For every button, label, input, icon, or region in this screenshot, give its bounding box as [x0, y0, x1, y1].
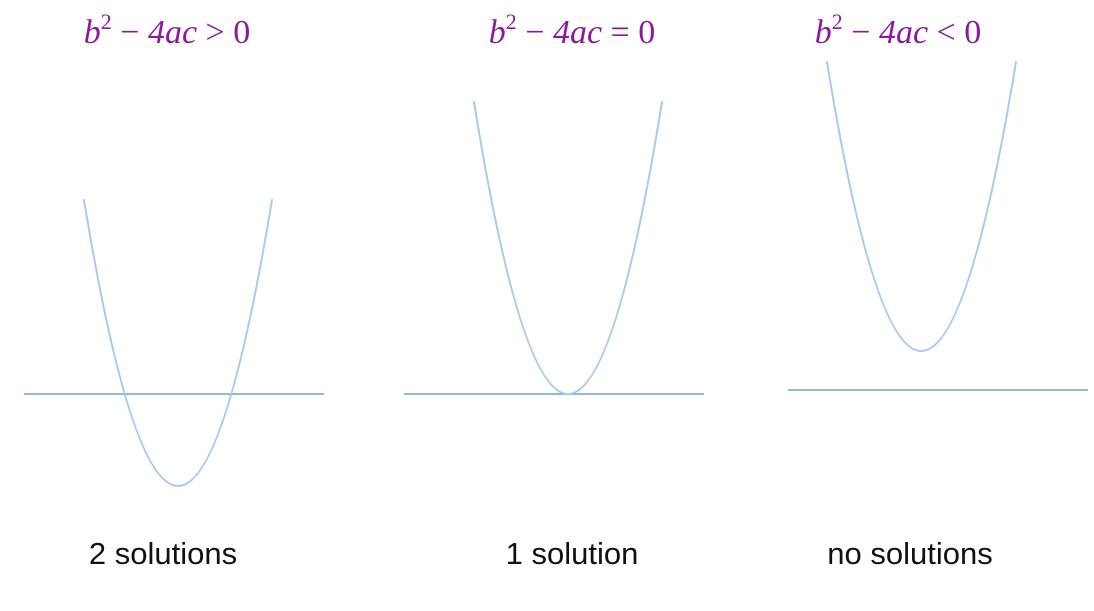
parabola-graph — [788, 61, 1088, 391]
solution-count-caption: 1 solution — [505, 536, 639, 571]
formula-rhs: 0 — [964, 14, 982, 51]
parabola-curve — [83, 199, 273, 487]
parabola-curve — [826, 61, 1017, 352]
formula-term: 4ac — [147, 14, 198, 51]
discriminant-formula: b2 − 4ac > 0 — [0, 11, 342, 52]
discriminant-formula: b2 − 4ac = 0 — [382, 11, 762, 52]
formula-minus: − — [120, 14, 140, 51]
formula-exponent: 2 — [831, 9, 843, 34]
formula-minus: − — [525, 14, 545, 51]
formula-minus: − — [851, 14, 871, 51]
formula-base: b — [488, 14, 506, 51]
panel-two-solutions: b2 − 4ac > 0 2 solutions — [0, 0, 350, 611]
formula-relation: < — [936, 14, 956, 51]
formula-relation: = — [610, 14, 630, 51]
formula-base: b — [814, 14, 832, 51]
parabola-graph — [404, 101, 704, 395]
formula-base: b — [83, 14, 101, 51]
formula-term: 4ac — [552, 14, 603, 51]
solution-count-caption: 2 solutions — [88, 536, 238, 571]
parabola-curve — [473, 101, 663, 395]
formula-term: 4ac — [878, 14, 929, 51]
panel-one-solution: b2 − 4ac = 0 1 solution — [350, 0, 730, 611]
formula-rhs: 0 — [233, 14, 251, 51]
formula-rhs: 0 — [638, 14, 656, 51]
panel-no-solutions: b2 − 4ac < 0 no solutions — [730, 0, 1094, 611]
parabola-graph — [24, 199, 324, 487]
formula-relation: > — [205, 14, 225, 51]
formula-exponent: 2 — [100, 9, 112, 34]
formula-exponent: 2 — [505, 9, 517, 34]
solution-count-caption: no solutions — [827, 536, 993, 571]
discriminant-formula: b2 − 4ac < 0 — [716, 11, 1080, 52]
